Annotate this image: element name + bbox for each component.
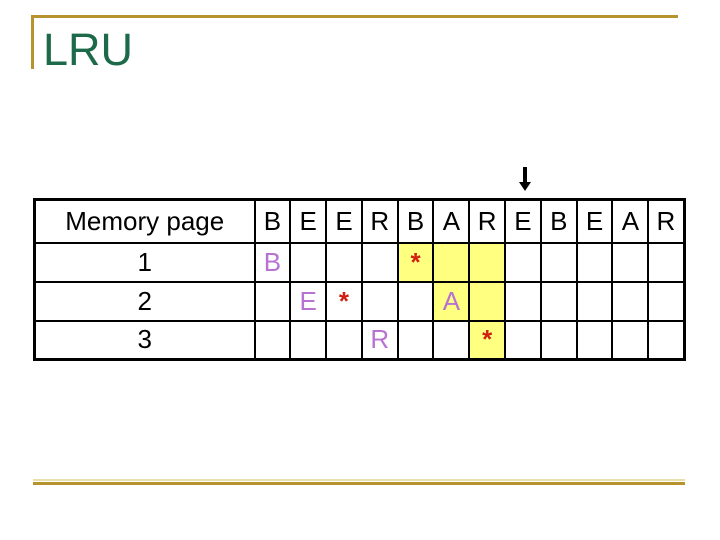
- memory-cell-r1c6: [432, 241, 471, 283]
- memory-cell-r2c6: A: [432, 280, 471, 322]
- footer-line-light: [33, 479, 685, 481]
- page-row-3: 3 R *: [33, 319, 686, 361]
- memory-cell-r1c11: [611, 241, 650, 283]
- memory-cell-r3c9: [539, 319, 578, 361]
- down-arrow-head: [519, 182, 531, 191]
- hit-star-mark: *: [338, 285, 350, 316]
- page-label-cell: 1: [33, 241, 256, 283]
- memory-cell-r1c12: [647, 241, 686, 283]
- memory-cell-r2c3: *: [325, 280, 363, 322]
- reference-header-cell-11: A: [611, 198, 650, 244]
- memory-cell-r2c1: [253, 280, 292, 322]
- slide-title: LRU: [43, 24, 134, 75]
- memory-cell-r1c4: [360, 241, 399, 283]
- down-arrow-stem: [523, 167, 527, 182]
- reference-header-cell-7: R: [468, 198, 507, 244]
- memory-cell-r3c11: [611, 319, 650, 361]
- reference-header-cell-12: R: [647, 198, 686, 244]
- memory-cell-r2c9: [539, 280, 578, 322]
- footer-line-dark: [33, 482, 685, 485]
- header-label-cell: Memory page: [33, 198, 256, 244]
- reference-header-cell-8: E: [504, 198, 542, 244]
- reference-header-cell-6: A: [432, 198, 471, 244]
- hit-star-mark: *: [482, 324, 493, 355]
- memory-cell-r3c7: *: [468, 319, 507, 361]
- reference-header-cell-10: E: [575, 198, 614, 244]
- memory-cell-r3c8: [504, 319, 542, 361]
- memory-cell-r3c4: R: [360, 319, 399, 361]
- memory-cell-r3c10: [575, 319, 614, 361]
- reference-header-cell-9: B: [539, 198, 578, 244]
- reference-header-cell-4: R: [360, 198, 399, 244]
- memory-cell-r1c9: [539, 241, 578, 283]
- memory-cell-r1c10: [575, 241, 614, 283]
- page-label-cell: 2: [33, 280, 256, 322]
- hit-star-mark: *: [410, 246, 421, 277]
- memory-cell-r3c6: [432, 319, 471, 361]
- memory-cell-r1c8: [504, 241, 542, 283]
- reference-header-cell-2: E: [289, 198, 328, 244]
- memory-cell-r1c5: *: [396, 241, 435, 283]
- title-frame-top-line: [31, 15, 678, 18]
- page-load-letter: B: [263, 246, 282, 277]
- memory-cell-r2c2: E: [289, 280, 328, 322]
- memory-cell-r3c1: [253, 319, 292, 361]
- memory-cell-r2c4: [360, 280, 399, 322]
- memory-cell-r1c1: B: [253, 241, 292, 283]
- page-row-2: 2 E * A: [33, 280, 686, 322]
- reference-header-cell-1: B: [253, 198, 292, 244]
- reference-header-cell-5: B: [396, 198, 435, 244]
- title-frame-left-line: [31, 15, 34, 69]
- page-load-letter: A: [442, 285, 461, 316]
- memory-cell-r2c5: [396, 280, 435, 322]
- memory-cell-r1c2: [289, 241, 328, 283]
- memory-cell-r2c8: [504, 280, 542, 322]
- memory-cell-r3c12: [647, 319, 686, 361]
- memory-cell-r2c7: [468, 280, 507, 322]
- memory-cell-r2c10: [575, 280, 614, 322]
- memory-cell-r3c5: [396, 319, 435, 361]
- page-load-letter: E: [299, 285, 317, 316]
- memory-cell-r3c3: [325, 319, 363, 361]
- reference-header-cell-3: E: [325, 198, 363, 244]
- memory-cell-r3c2: [289, 319, 328, 361]
- page-load-letter: R: [370, 324, 390, 355]
- down-arrow-icon: [519, 167, 531, 191]
- memory-cell-r2c11: [611, 280, 650, 322]
- memory-cell-r2c12: [647, 280, 686, 322]
- memory-cell-r1c7: [468, 241, 507, 283]
- memory-cell-r1c3: [325, 241, 363, 283]
- page-label-cell: 3: [33, 319, 256, 361]
